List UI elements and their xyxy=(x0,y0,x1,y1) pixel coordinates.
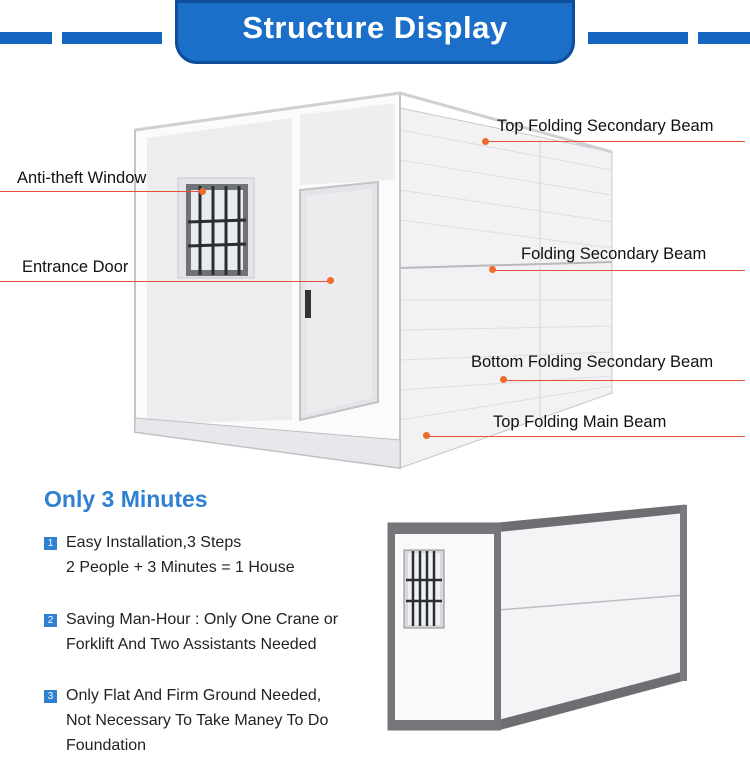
dot-folding-secondary-beam xyxy=(489,266,496,273)
step-3-line2: Not Necessary To Take Maney To Do xyxy=(66,712,329,729)
step-3-badge: 3 xyxy=(44,690,57,703)
dot-top-folding-main-beam xyxy=(423,432,430,439)
step-1-badge: 1 xyxy=(44,537,57,550)
dot-entrance-door xyxy=(327,277,334,284)
step-1-line2: 2 People + 3 Minutes = 1 House xyxy=(66,559,295,576)
header-bar-left-2 xyxy=(62,32,162,44)
page-title: Structure Display xyxy=(242,10,508,45)
line-top-folding-main-beam xyxy=(426,436,745,437)
line-folding-secondary-beam xyxy=(492,270,745,271)
label-anti-theft-window: Anti-theft Window xyxy=(17,169,147,187)
step-1-line1: Easy Installation,3 Steps xyxy=(66,534,242,551)
header-tab xyxy=(175,0,575,64)
step-2: 2 Saving Man-Hour : Only One Crane or Fork… xyxy=(44,607,338,657)
step-1: 1 Easy Installation,3 Steps 2 People + 3 M… xyxy=(44,530,295,580)
header-bar-left xyxy=(0,32,52,44)
label-top-folding-secondary-beam: Top Folding Secondary Beam xyxy=(497,117,714,135)
label-folding-secondary-beam: Folding Secondary Beam xyxy=(521,245,707,263)
step-2-line2: Forklift And Two Assistants Needed xyxy=(66,636,317,653)
dot-anti-theft-window xyxy=(199,188,206,195)
section-title: Only 3 Minutes xyxy=(44,486,208,512)
step-3: 3 Only Flat And Firm Ground Needed, Not Ne… xyxy=(44,683,328,758)
step-2-line1: Saving Man-Hour : Only One Crane or xyxy=(66,611,339,628)
dot-top-folding-secondary-beam xyxy=(482,138,489,145)
line-anti-theft-window xyxy=(0,191,202,192)
dot-bottom-folding-secondary-beam xyxy=(500,376,507,383)
step-3-line1: Only Flat And Firm Ground Needed, xyxy=(66,687,322,704)
step-3-line3: Foundation xyxy=(66,737,147,754)
container-house-illustration xyxy=(134,91,613,470)
label-entrance-door: Entrance Door xyxy=(22,258,129,276)
header-bar-right-2 xyxy=(698,32,750,44)
label-top-folding-main-beam: Top Folding Main Beam xyxy=(493,413,667,431)
line-bottom-folding-secondary-beam xyxy=(503,380,745,381)
line-top-folding-secondary-beam xyxy=(485,141,745,142)
label-bottom-folding-secondary-beam: Bottom Folding Secondary Beam xyxy=(471,353,714,371)
line-entrance-door xyxy=(0,281,330,282)
header-bar-right xyxy=(588,32,688,44)
folded-container-illustration xyxy=(387,504,687,731)
step-2-badge: 2 xyxy=(44,614,57,627)
